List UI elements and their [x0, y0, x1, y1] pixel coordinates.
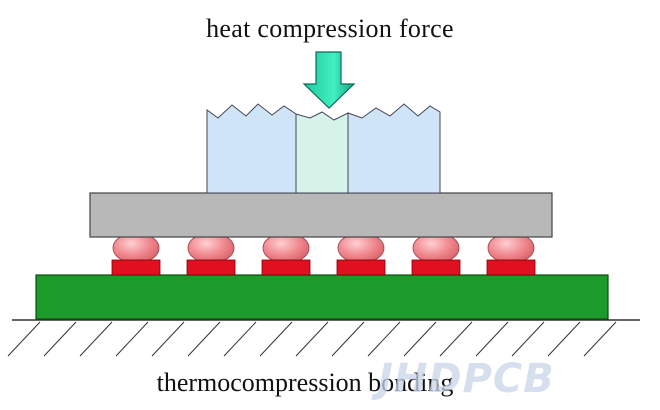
bonding-block-center	[295, 111, 349, 194]
ground-hatch	[7, 319, 640, 357]
solder-bumps	[111, 232, 536, 276]
hatch-stroke	[295, 321, 329, 357]
hatch-stroke	[187, 321, 221, 357]
hatch-stroke	[43, 321, 77, 357]
bond-pad	[261, 259, 311, 276]
bonding-block-left	[206, 103, 297, 194]
hatch-stroke	[547, 321, 581, 357]
hatch-stroke	[403, 321, 437, 357]
hatch-stroke	[7, 321, 41, 357]
process-title: thermocompression bonding	[156, 368, 454, 397]
chip-die	[89, 192, 553, 238]
bond-pad	[186, 259, 236, 276]
hatch-stroke	[475, 321, 509, 357]
bond-pad	[486, 259, 536, 276]
hatch-stroke	[331, 321, 365, 357]
hatch-stroke	[367, 321, 401, 357]
bond-pad	[336, 259, 386, 276]
hatch-stroke	[259, 321, 293, 357]
hatch-stroke	[439, 321, 473, 357]
hatch-stroke	[223, 321, 257, 357]
bond-pad	[411, 259, 461, 276]
hatch-stroke	[79, 321, 113, 357]
hatch-stroke	[583, 321, 617, 357]
bonding-block-right	[347, 103, 441, 194]
hatch-stroke	[511, 321, 545, 357]
hatch-stroke	[115, 321, 149, 357]
watermark-logo: JHDPCB	[378, 356, 555, 402]
force-label: heat compression force	[206, 14, 454, 43]
bonding-head	[206, 103, 441, 194]
hatch-stroke	[151, 321, 185, 357]
down-arrow-icon	[302, 51, 356, 109]
bond-pad	[111, 259, 161, 276]
substrate-board	[35, 274, 609, 320]
